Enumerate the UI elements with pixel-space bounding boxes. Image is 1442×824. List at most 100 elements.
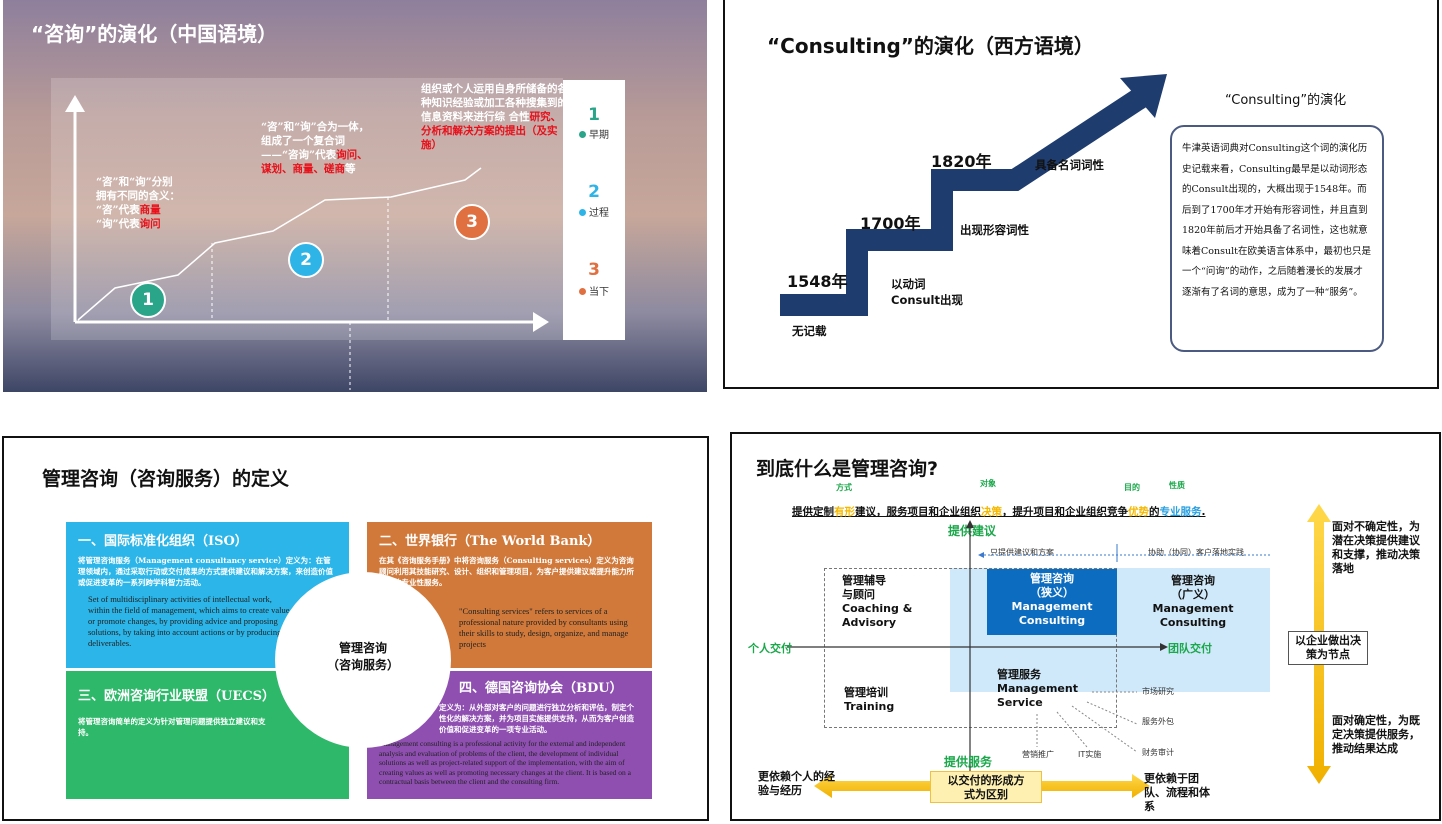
card-title: 三、欧洲咨询行业联盟（UECS） bbox=[78, 689, 275, 704]
card-title: 二、世界银行（The World Bank） bbox=[379, 534, 601, 549]
stage-circle-1: 1 bbox=[130, 282, 166, 318]
text: . bbox=[1201, 506, 1206, 518]
year-1548: 1548年 bbox=[787, 272, 848, 291]
center-text: （咨询服务） bbox=[326, 658, 399, 672]
card-en: Set of multidisciplinary activities of i… bbox=[88, 594, 290, 648]
diagram-lines bbox=[787, 504, 1331, 798]
highlight: 优势 bbox=[1128, 506, 1149, 518]
etymology-box: 牛津英语词典对Consulting这个词的演化历史记载来看，Consulting… bbox=[1170, 125, 1384, 352]
tag-nature: 性质 bbox=[1169, 481, 1185, 490]
timeline-axes bbox=[65, 95, 549, 390]
text: Management bbox=[997, 682, 1078, 695]
text: Management bbox=[1152, 602, 1234, 615]
center-circle: 管理咨询 （咨询服务） bbox=[275, 572, 451, 748]
stage-1-line: “询”代表询问 bbox=[96, 217, 216, 231]
tag-goal: 目的 bbox=[1124, 483, 1140, 492]
text: （广义） bbox=[1171, 588, 1215, 601]
legend-num: 2 bbox=[588, 182, 600, 202]
right-mid-box: 以企业做出决策为节点 bbox=[1288, 631, 1368, 665]
slide-title: 到底什么是管理咨询? bbox=[756, 458, 939, 480]
legend-label: 早期 bbox=[589, 130, 609, 141]
label-verb: 以动词 Consult出现 bbox=[891, 276, 963, 308]
stage-1-line: “咨”和“询”分别 bbox=[96, 176, 173, 188]
year-1820: 1820年 bbox=[931, 152, 992, 171]
card-en: "Consulting services" refers to services… bbox=[459, 606, 629, 649]
stage-1-text: “咨”和“询”分别 拥有不同的含义： “咨”代表商量 “询”代表询问 bbox=[96, 175, 216, 231]
stage-circle-3: 3 bbox=[454, 204, 490, 240]
highlight: 有形 bbox=[834, 506, 855, 518]
sub-audit: 财务审计 bbox=[1142, 748, 1174, 757]
slide-title: “Consulting”的演化（西方语境） bbox=[767, 34, 1094, 58]
individual-delivery-label: 个人交付 bbox=[748, 642, 792, 655]
tag-object: 对象 bbox=[980, 479, 996, 488]
text: 管理咨询 bbox=[1171, 574, 1215, 587]
highlight: 研究、分析和解决方案的提出（及实施） bbox=[421, 111, 562, 151]
label-adjective: 出现形容词性 bbox=[960, 223, 1029, 237]
stage-circle-2: 2 bbox=[288, 242, 324, 278]
bottom-center-box: 以交付的形成方式为区别 bbox=[930, 771, 1042, 803]
definition-sentence: 提供定制有形建议，服务项目和企业组织决策，提升项目和企业组织竞争优势的专业服务. bbox=[792, 504, 1206, 519]
slide-what-is-consulting: 到底什么是管理咨询? 方式 对象 目的 性质 提供定制有形建议，服务项目和企业组… bbox=[730, 432, 1441, 821]
card-en: Management consulting is a professional … bbox=[379, 739, 631, 786]
sub-outsourcing: 服务外包 bbox=[1142, 717, 1174, 726]
legend-panel: 1 早期 2 过程 3 当下 bbox=[563, 80, 625, 340]
legend-item-process: 过程 bbox=[563, 204, 625, 219]
dot-icon bbox=[579, 131, 586, 138]
stage-1-line: 拥有不同的含义： bbox=[96, 190, 180, 202]
highlight: 决策 bbox=[981, 506, 1002, 518]
right-top-text: 面对不确定性，为潜在决策提供建议和支撑，推动决策落地 bbox=[1332, 520, 1420, 575]
text: Consulting bbox=[1159, 616, 1227, 629]
slide-title: “咨询”的演化（中国语境） bbox=[31, 22, 278, 46]
text: 组织或个人运用自身所储备的各种知识经验或加工各种搜集到的信息资料来进行综 合性 bbox=[421, 83, 568, 123]
text: “咨”和“询”合为一体，组成了一个复合词——“咨询”代表 bbox=[261, 121, 370, 161]
text: Consulting bbox=[1018, 614, 1086, 627]
text: 以动词 bbox=[891, 277, 926, 291]
stage-2-text: “咨”和“询”合为一体，组成了一个复合词——“咨询”代表询问、谋划、商量、磋商等 bbox=[261, 120, 373, 176]
legend-label: 过程 bbox=[589, 208, 609, 219]
text: Management bbox=[1011, 600, 1093, 613]
text: Consult出现 bbox=[891, 293, 963, 307]
text: Coaching & bbox=[842, 602, 913, 615]
team-delivery-label: 团队交付 bbox=[1168, 642, 1212, 655]
card-title: 一、国际标准化组织（ISO） bbox=[78, 534, 248, 549]
highlight: 询问、谋划、商量、磋商 bbox=[261, 149, 368, 175]
sub-it: IT实施 bbox=[1078, 750, 1102, 759]
highlight: 专业服务 bbox=[1159, 506, 1202, 518]
only-advice-label: 只提供建议和方案 bbox=[990, 548, 1054, 557]
text: Advisory bbox=[842, 616, 897, 629]
bottom-right-text: 更依赖于团队、流程和体系 bbox=[1144, 772, 1210, 813]
text: ，提升项目和企业组织竞争 bbox=[1002, 506, 1128, 518]
text: 管理服务 bbox=[997, 668, 1041, 681]
highlight: 商量 bbox=[139, 204, 161, 216]
right-bottom-text: 面对确定性，为既定决策提供服务，推动结果达成 bbox=[1332, 714, 1420, 755]
tag-method: 方式 bbox=[836, 483, 852, 492]
assist-label: 协助（协同）客户落地实践 bbox=[1148, 548, 1244, 557]
text: 管理培训 bbox=[844, 686, 888, 699]
card-cn: 将管理咨询服务（Management consultancy service）定… bbox=[78, 556, 333, 587]
text: 管理辅导 bbox=[842, 574, 886, 587]
text: “咨”代表 bbox=[96, 204, 140, 216]
legend-num: 3 bbox=[588, 260, 600, 280]
slide-chinese-evolution: “咨询”的演化（中国语境） “咨”和“询”分别 拥有不同的含义： “咨”代表商量… bbox=[3, 0, 707, 392]
staircase-arrow bbox=[780, 74, 1167, 316]
text: 建议，服务项目和企业组织 bbox=[855, 506, 981, 518]
provide-service-label: 提供服务 bbox=[944, 755, 993, 769]
text: Service bbox=[997, 696, 1043, 709]
highlight: 询问 bbox=[139, 218, 161, 230]
bottom-left-text: 更依赖个人的经验与经历 bbox=[758, 770, 835, 797]
legend-label: 当下 bbox=[589, 287, 609, 298]
text: 管理咨询 bbox=[1030, 572, 1074, 585]
slide-western-evolution: “Consulting”的演化（西方语境） 1548年 1700年 1820年 … bbox=[723, 0, 1439, 389]
text: （狭义） bbox=[1030, 586, 1074, 599]
card-cn: 将管理咨询简单的定义为针对管理问题提供独立建议和支持。 bbox=[78, 717, 266, 737]
legend-item-early: 早期 bbox=[563, 126, 625, 141]
legend-num: 1 bbox=[588, 105, 600, 125]
text: 提供定制 bbox=[792, 506, 834, 518]
dot-icon bbox=[579, 209, 586, 216]
sub-market-research: 市场研究 bbox=[1142, 687, 1174, 696]
box-title: “Consulting”的演化 bbox=[1225, 93, 1347, 108]
